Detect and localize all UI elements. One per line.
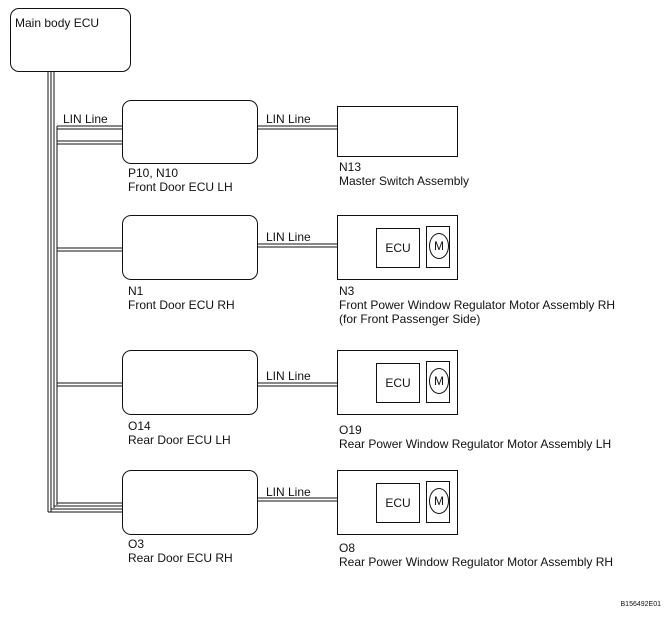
rear-window-motor-assembly-rh-box: ECU M bbox=[337, 470, 458, 535]
front-door-ecu-rh-code: N1 bbox=[128, 284, 144, 298]
master-switch-name: Master Switch Assembly bbox=[339, 174, 470, 188]
motor-assembly-ecu: ECU bbox=[376, 228, 420, 268]
front-window-motor-note: (for Front Passenger Side) bbox=[339, 312, 481, 326]
rear-window-motor-lh-code: O19 bbox=[339, 423, 362, 437]
lin-line-label: LIN Line bbox=[63, 112, 108, 126]
motor-icon: M bbox=[429, 233, 449, 259]
motor-assembly-ecu: ECU bbox=[376, 483, 420, 523]
main-body-ecu-box bbox=[10, 8, 131, 72]
front-window-motor-code: N3 bbox=[339, 284, 355, 298]
master-switch-code: N13 bbox=[339, 160, 362, 174]
lin-line-label: LIN Line bbox=[266, 369, 311, 383]
motor-icon: M bbox=[429, 488, 449, 514]
front-window-motor-name: Front Power Window Regulator Motor Assem… bbox=[339, 298, 616, 312]
rear-door-ecu-rh-box bbox=[122, 470, 258, 535]
rear-door-ecu-rh-code: O3 bbox=[128, 537, 145, 551]
motor-icon: M bbox=[429, 368, 449, 394]
lin-line-label: LIN Line bbox=[266, 485, 311, 499]
rear-door-ecu-lh-name: Rear Door ECU LH bbox=[128, 433, 231, 447]
front-door-ecu-rh-name: Front Door ECU RH bbox=[128, 298, 235, 312]
motor-assembly-ecu: ECU bbox=[376, 363, 420, 403]
master-switch-assembly-box bbox=[337, 106, 458, 157]
rear-window-motor-lh-name: Rear Power Window Regulator Motor Assemb… bbox=[339, 437, 612, 451]
rear-window-motor-rh-code: O8 bbox=[339, 541, 356, 555]
front-door-ecu-rh-box bbox=[122, 215, 258, 280]
lin-line-label: LIN Line bbox=[266, 230, 311, 244]
rear-door-ecu-lh-box bbox=[122, 350, 258, 415]
main-body-ecu-label: Main body ECU bbox=[15, 16, 100, 30]
front-window-motor-assembly-rh-box: ECU M bbox=[337, 215, 458, 280]
rear-door-ecu-lh-code: O14 bbox=[128, 419, 151, 433]
rear-window-motor-rh-name: Rear Power Window Regulator Motor Assemb… bbox=[339, 555, 614, 569]
lin-line-label: LIN Line bbox=[266, 112, 311, 126]
figure-id: B156492E01 bbox=[620, 601, 661, 608]
rear-window-motor-assembly-lh-box: ECU M bbox=[337, 350, 458, 415]
front-door-ecu-lh-box bbox=[122, 100, 258, 164]
rear-door-ecu-rh-name: Rear Door ECU RH bbox=[128, 551, 233, 565]
front-door-ecu-lh-name: Front Door ECU LH bbox=[128, 180, 233, 194]
front-door-ecu-lh-code: P10, N10 bbox=[128, 166, 179, 180]
